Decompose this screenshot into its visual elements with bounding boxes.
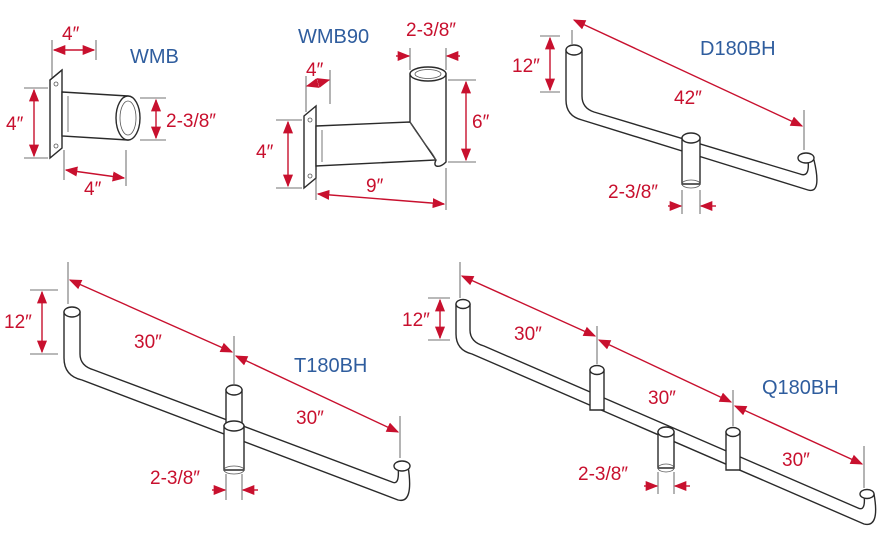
wmb-bracket: [49, 68, 141, 160]
wmb-dim-plate-width: 4″: [62, 24, 80, 45]
wmb-dim-tube-length: 4″: [84, 179, 102, 200]
wmb90-dim-arm-length: 9″: [366, 176, 384, 197]
wmb90-arm-length-dim: [316, 189, 446, 209]
t180bh-dim-span-right: 30″: [296, 408, 324, 429]
t180bh-dim-rise: 12″: [4, 312, 32, 333]
q180bh-dimensions: 30″ 30″ 30″ 12″ 2-3/8″: [402, 262, 865, 494]
wmb-tube-length-dim: [64, 166, 126, 182]
q180bh-span-1-dim: [460, 275, 597, 337]
wmb90-dim-riser-height: 6″: [472, 112, 490, 133]
d180bh-span-dim: [572, 19, 804, 127]
wmb90-dim-plate-width: 4″: [306, 60, 324, 81]
q180bh-span-2-dim: [597, 339, 733, 403]
wmb-dimensions: 4″ 4″ 2-3/8″ 4″: [6, 24, 216, 200]
wmb90-bracket: [303, 66, 447, 190]
wmb-label: WMB: [130, 46, 179, 68]
q180bh-dim-span-3: 30″: [782, 450, 810, 471]
wmb90-plate-width-dim: [305, 78, 331, 88]
t180bh-span-right-dim: [234, 355, 400, 433]
d180bh-dimensions: 42″ 12″ 2-3/8″: [512, 19, 805, 214]
d180bh-dim-rise: 12″: [512, 56, 540, 77]
d180bh-label: D180BH: [700, 38, 776, 60]
wmb90-dim-tube-diameter: 2-3/8″: [406, 20, 456, 41]
d180bh-dim-span: 42″: [674, 88, 702, 109]
wmb-dim-plate-height: 4″: [6, 114, 24, 135]
t180bh-dim-hub-diameter: 2-3/8″: [150, 468, 200, 489]
t180bh-label: T180BH: [294, 355, 367, 377]
q180bh-dim-hub-diameter: 2-3/8″: [578, 464, 628, 485]
t180bh-bracket: [63, 306, 411, 502]
q180bh-dim-rise: 12″: [402, 310, 430, 331]
wmb90-dimensions: 2-3/8″ 4″ 6″ 4″ 9″: [256, 20, 490, 210]
q180bh-span-3-dim: [733, 405, 864, 465]
t180bh-dimensions: 30″ 30″ 12″ 2-3/8″: [4, 262, 401, 500]
t180bh-dim-span-left: 30″: [134, 332, 162, 353]
q180bh-label: Q180BH: [762, 377, 839, 399]
d180bh-dim-hub-diameter: 2-3/8″: [608, 182, 658, 203]
d180bh-bracket: [565, 44, 818, 192]
wmb90-label: WMB90: [298, 26, 369, 48]
q180bh-dim-span-1: 30″: [514, 324, 542, 345]
wmb-dim-tube-diameter: 2-3/8″: [166, 111, 216, 132]
wmb90-dim-plate-height: 4″: [256, 142, 274, 163]
q180bh-dim-span-2: 30″: [648, 388, 676, 409]
t180bh-span-left-dim: [68, 279, 234, 353]
